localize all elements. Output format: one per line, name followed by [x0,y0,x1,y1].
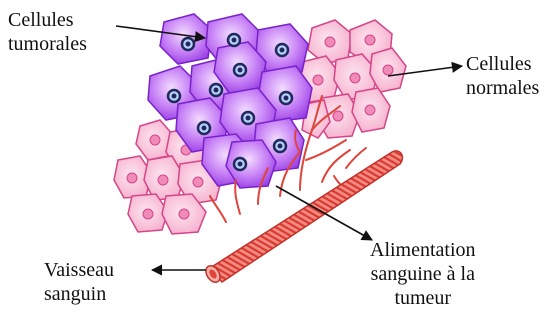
label-tumor-cells: Cellules tumorales [8,8,87,56]
label-blood-supply: Alimentation sanguine à la tumeur [370,238,476,310]
label-vessel: Vaisseau sanguin [44,258,114,306]
label-normal-cells: Cellules normales [466,52,539,100]
